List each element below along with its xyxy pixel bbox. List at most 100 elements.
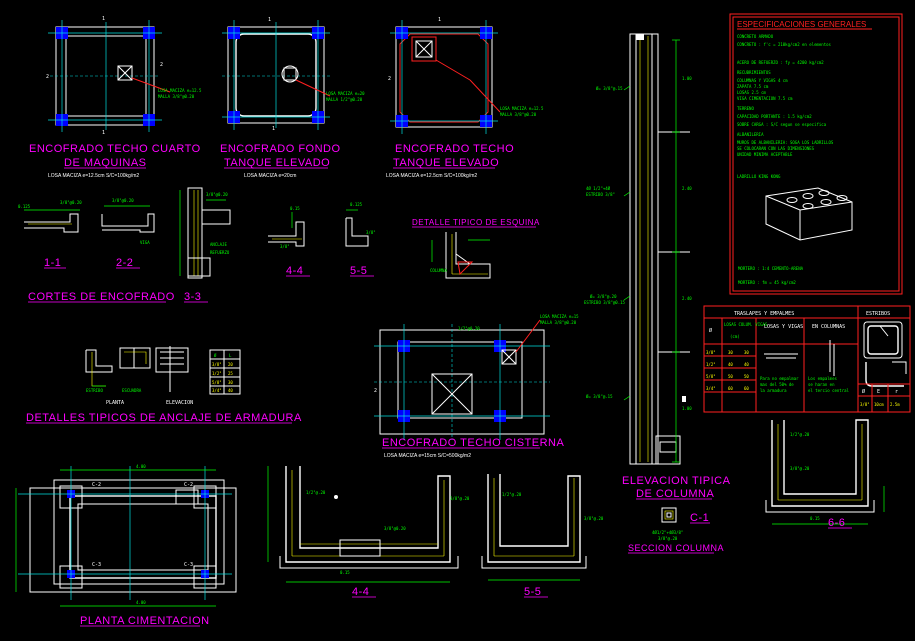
svg-text:1: 1 — [102, 16, 105, 22]
svg-text:0.15: 0.15 — [810, 516, 820, 521]
svg-text:1/2"@.20: 1/2"@.20 — [790, 432, 810, 437]
spec-line: UNIDAD MINIMA ACEPTABLE — [737, 152, 793, 157]
title-elevacion-1: ELEVACION TIPICA — [622, 475, 731, 487]
specs-box: ESPECIFICACIONES GENERALES CONCRETO ARMA… — [729, 13, 903, 295]
spec-line: LOSAS 2.5 cm — [737, 90, 766, 95]
title-corte-4-4-bottom: 4-4 — [352, 586, 369, 598]
svg-text:el tercio central: el tercio central — [808, 388, 850, 393]
title-fondo-tanque-2: TANQUE ELEVADO — [224, 157, 330, 169]
svg-text:4Ø 1/2"+4Ø: 4Ø 1/2"+4Ø — [586, 186, 611, 191]
svg-text:ESCUADRA: ESCUADRA — [122, 388, 142, 393]
subtitle-techo-maquinas: LOSA MACIZA e=12.5cm S/C=100kg/m2 — [48, 173, 139, 179]
svg-text:3/8"@0.20: 3/8"@0.20 — [384, 526, 406, 531]
traslapes-cell: 50 — [744, 374, 749, 379]
spec-line: RECUBRIMIENTOS — [737, 70, 771, 75]
svg-text:MALLA 1/2"@0.20: MALLA 1/2"@0.20 — [326, 97, 363, 102]
traslapes-cell: 50 — [728, 374, 733, 379]
svg-text:LOSA MACIZA e=20: LOSA MACIZA e=20 — [326, 91, 365, 96]
svg-text:0.15: 0.15 — [290, 206, 300, 211]
title-corte-5-5: 5-5 — [350, 265, 367, 277]
traslapes-cell: 3/4" — [706, 386, 716, 391]
anclaje-cell: 20 — [228, 362, 233, 367]
svg-text:ESTRIBO 3/8"@0.15: ESTRIBO 3/8"@0.15 — [584, 300, 626, 305]
svg-text:2.40: 2.40 — [682, 186, 692, 191]
traslapes-col-columnas: EN COLUMNAS — [812, 324, 845, 330]
spec-line: CONCRETO : f'c = 210kg/cm2 en elementos — [737, 42, 832, 47]
estribos-heading: ESTRIBOS — [866, 311, 890, 317]
svg-text:VIGA: VIGA — [140, 240, 150, 245]
svg-text:1.00: 1.00 — [682, 76, 692, 81]
traslapes-heading: TRASLAPES Y EMPALMES — [734, 311, 794, 317]
section-4-4: 1/2"@.20 3/8"@.20 3/8"@0.20 0.15 — [267, 466, 470, 583]
anclaje-cell: 1/2" — [212, 371, 222, 376]
spec-line: COLUMNAS Y VIGAS 4 cm — [737, 78, 788, 83]
svg-text:REFUERZO: REFUERZO — [210, 250, 230, 255]
svg-text:C-3: C-3 — [184, 562, 193, 568]
traslapes-unit: (cm) — [730, 334, 740, 339]
spec-line: VIGA CIMENTACION 7.5 cm — [737, 96, 793, 101]
section-5-5: 1/2"@.20 3/8"@.20 — [481, 474, 604, 581]
spec-line: TERRENO — [737, 106, 754, 111]
anclaje-cell: 25 — [228, 371, 233, 376]
svg-text:2.40: 2.40 — [682, 296, 692, 301]
svg-text:1.00: 1.00 — [682, 406, 692, 411]
svg-text:Ø= 3/8"@.15: Ø= 3/8"@.15 — [586, 394, 613, 399]
traslapes-table: TRASLAPES Y EMPALMES ESTRIBOS Ø LOSAS CO… — [703, 305, 911, 413]
traslapes-col-vigas: LOSAS Y VIGAS — [764, 324, 803, 330]
svg-text:2: 2 — [160, 62, 163, 68]
estribo-head: Ø — [862, 388, 865, 395]
svg-text:0.15: 0.15 — [340, 570, 350, 575]
spec-line: SOBRE CARGA : S/C segun se especifica — [737, 122, 827, 127]
spec-line: ALBANILERIA — [737, 132, 764, 137]
spec-line: LADRILLO KING KONG — [737, 174, 781, 179]
svg-text:C-2: C-2 — [184, 482, 193, 488]
spec-line: CONCRETO ARMADO — [737, 34, 774, 39]
detalles-anclaje: ESTRIBO ESCUADRA PLANTA ELEVACION — [85, 346, 193, 406]
svg-text:la armadura: la armadura — [760, 388, 787, 393]
svg-text:3/8"@.20: 3/8"@.20 — [790, 466, 810, 471]
subtitle-fondo-tanque: LOSA MACIZA e=20cm — [244, 173, 296, 179]
svg-text:3/8"@0.20: 3/8"@0.20 — [206, 192, 228, 197]
spec-line: CAPACIDAD PORTANTE : 1.5 kg/cm2 — [737, 114, 812, 119]
label-c2: C-2 — [92, 482, 101, 488]
anclaje-cell: 40 — [228, 388, 233, 393]
svg-text:ESTRIBO 3/8": ESTRIBO 3/8" — [586, 192, 615, 197]
anclaje-head-1: L — [229, 353, 232, 358]
svg-text:2: 2 — [46, 74, 49, 80]
subtitle-techo-cisterna: LOSA MACIZA e=15cm S/C=500kg/m2 — [384, 453, 471, 459]
svg-text:3/8"@0.20: 3/8"@0.20 — [60, 200, 82, 205]
label-c3: C-3 — [92, 562, 101, 568]
svg-text:LOSA MACIZA e=12.5: LOSA MACIZA e=12.5 — [158, 88, 202, 93]
title-corte-5-5-bottom: 5-5 — [524, 586, 541, 598]
svg-text:3/8": 3/8" — [280, 244, 290, 249]
svg-text:ANCLAJE: ANCLAJE — [210, 242, 227, 247]
title-techo-tanque-2: TANQUE ELEVADO — [393, 157, 499, 169]
svg-text:1: 1 — [438, 17, 441, 23]
svg-text:MALLA 3/8"@0.20: MALLA 3/8"@0.20 — [500, 112, 537, 117]
title-cortes-encofrado: CORTES DE ENCOFRADO — [28, 291, 175, 303]
traslapes-cell: 60 — [744, 386, 749, 391]
anclaje-table: Ø L 3/8" 20 1/2" 25 5/8" 30 3/4" 40 — [209, 349, 241, 395]
title-corte-6-6: 6-6 — [828, 517, 845, 529]
estribo-cell: 3/8" — [860, 402, 870, 407]
title-planta-cimentacion: PLANTA CIMENTACION — [80, 615, 210, 627]
title-anclaje: DETALLES TIPICOS DE ANCLAJE DE ARMADURA — [26, 412, 302, 424]
traslapes-cell: 30 — [744, 350, 749, 355]
svg-text:Los empalmes: Los empalmes — [808, 376, 837, 381]
svg-text:1/2"@.20: 1/2"@.20 — [306, 490, 326, 495]
estribo-cell: 10cm — [874, 402, 884, 407]
cortes-encofrado: 0.125 3/8"@0.20 3/8"@0.20 VIGA 3/8"@0.20… — [18, 187, 376, 279]
traslapes-cell: 30 — [728, 350, 733, 355]
plan-fondo-tanque: LOSA MACIZA e=20 MALLA 1/2"@0.20 1 1 — [222, 17, 365, 132]
svg-text:Ø= 3/8"@.15: Ø= 3/8"@.15 — [596, 86, 623, 91]
svg-text:2: 2 — [388, 76, 391, 82]
svg-text:3/8"@0.20: 3/8"@0.20 — [112, 198, 134, 203]
traslapes-cell: 40 — [744, 362, 749, 367]
plan-techo-cisterna: LOSA MACIZA e=15 MALLA 3/8"@0.20 1/2"@0.… — [374, 314, 579, 440]
spec-line: SE COLOCARAN CON LAS DIMENSIONES — [737, 146, 815, 151]
section-6-6: 1/2"@.20 3/8"@.20 0.15 — [765, 419, 885, 525]
svg-text:1/2"@.20: 1/2"@.20 — [502, 492, 522, 497]
svg-text:MALLA 3/8"@0.20: MALLA 3/8"@0.20 — [540, 320, 577, 325]
traslapes-col-diam: Ø — [709, 327, 712, 334]
title-c1: C-1 — [690, 512, 709, 524]
